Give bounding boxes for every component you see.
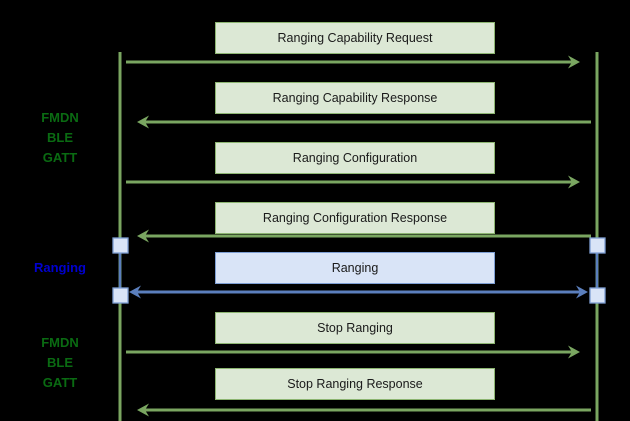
phase-fmdn-ble-gatt-top: FMDN BLE GATT <box>41 110 79 165</box>
ranging-configuration-response-arrow-head <box>137 229 149 243</box>
phase-ranging: Ranging <box>34 260 86 275</box>
message-box-ranging[interactable]: Ranging <box>215 252 495 284</box>
message-box-ranging-configuration-response[interactable]: Ranging Configuration Response <box>215 202 495 234</box>
lifelines-group <box>118 52 599 421</box>
message-box-stop-ranging-response[interactable]: Stop Ranging Response <box>215 368 495 400</box>
ranging-arrow-head-right <box>576 285 588 299</box>
stop-ranging-response-arrow-head <box>137 403 149 417</box>
activation-left-top <box>112 237 129 254</box>
message-box-ranging-capability-request[interactable]: Ranging Capability Request <box>215 22 495 54</box>
message-box-stop-ranging[interactable]: Stop Ranging <box>215 312 495 344</box>
ranging-capability-response-arrow-head <box>137 115 149 129</box>
ranging-configuration-arrow-head <box>568 175 580 189</box>
stop-ranging-arrow-head <box>568 345 580 359</box>
message-box-ranging-capability-response[interactable]: Ranging Capability Response <box>215 82 495 114</box>
ranging-arrow-head-left <box>129 285 141 299</box>
activation-right-top <box>589 237 606 254</box>
phase-fmdn-ble-gatt-bottom: FMDN BLE GATT <box>41 335 79 390</box>
message-label-stop-ranging-response: Stop Ranging Response <box>287 377 423 391</box>
message-label-ranging-capability-response: Ranging Capability Response <box>272 91 438 105</box>
message-box-ranging-configuration[interactable]: Ranging Configuration <box>215 142 495 174</box>
message-label-ranging: Ranging <box>331 261 379 275</box>
arrows-group <box>126 55 591 417</box>
activation-left-bottom <box>112 287 129 304</box>
message-label-stop-ranging: Stop Ranging <box>317 321 393 335</box>
message-label-ranging-configuration-response: Ranging Configuration Response <box>262 211 448 225</box>
activation-right-bottom <box>589 287 606 304</box>
message-label-ranging-configuration: Ranging Configuration <box>292 151 418 165</box>
ranging-capability-request-arrow-head <box>568 55 580 69</box>
activations-group <box>112 237 606 304</box>
message-label-ranging-capability-request: Ranging Capability Request <box>277 31 433 45</box>
